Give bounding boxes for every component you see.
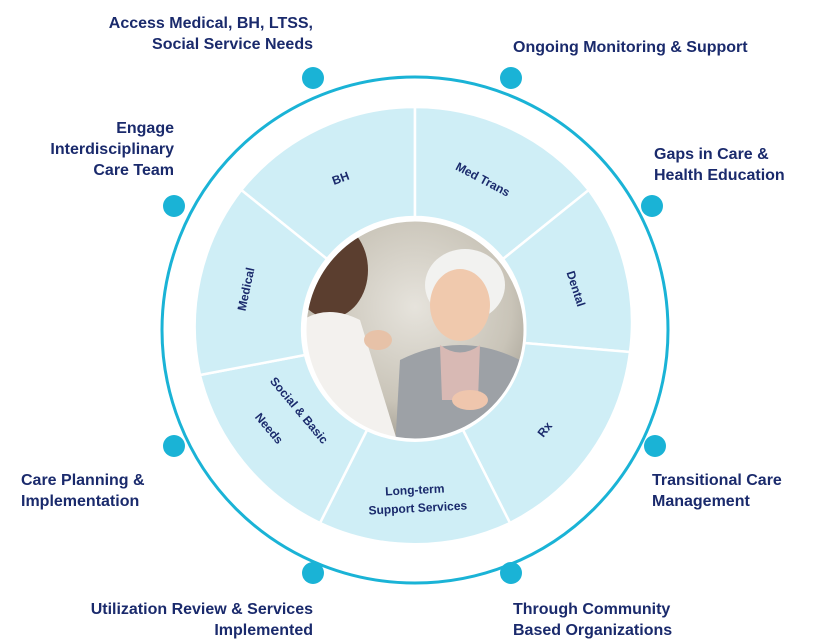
label-gaps-in-care: Gaps in Care & Health Education [654, 146, 785, 184]
outer-ring [160, 75, 670, 585]
ring-dot-care-planning [163, 435, 185, 457]
label-community-orgs: Through Community Based Organizations [513, 601, 673, 639]
label-engage-team: Engage Interdisciplinary Care Team [50, 120, 174, 179]
ring-dots [163, 67, 666, 584]
segment-wheel [193, 105, 634, 546]
ring-dot-transitional [644, 435, 666, 457]
label-access-medical: Access Medical, BH, LTSS, Social Service… [108, 15, 313, 53]
label-care-planning: Care Planning & Implementation [21, 472, 145, 510]
ring-dot-utilization [302, 562, 324, 584]
segment-label-ltss-line2: Support Services [368, 498, 468, 517]
ring-dot-ongoing [500, 67, 522, 89]
segment-label-ltss-line1: Long-term [385, 481, 445, 498]
segment-medical [193, 188, 329, 377]
label-transitional-care: Transitional Care Management [652, 472, 782, 510]
ring-dot-community [500, 562, 522, 584]
ring-dot-gaps [641, 195, 663, 217]
ring-dot-access [302, 67, 324, 89]
ring-dot-engage [163, 195, 185, 217]
segment-label-bh: BH [330, 169, 351, 188]
label-ongoing-monitoring: Ongoing Monitoring & Support [513, 39, 748, 56]
label-utilization-review: Utilization Review & Services Implemente… [90, 601, 313, 639]
